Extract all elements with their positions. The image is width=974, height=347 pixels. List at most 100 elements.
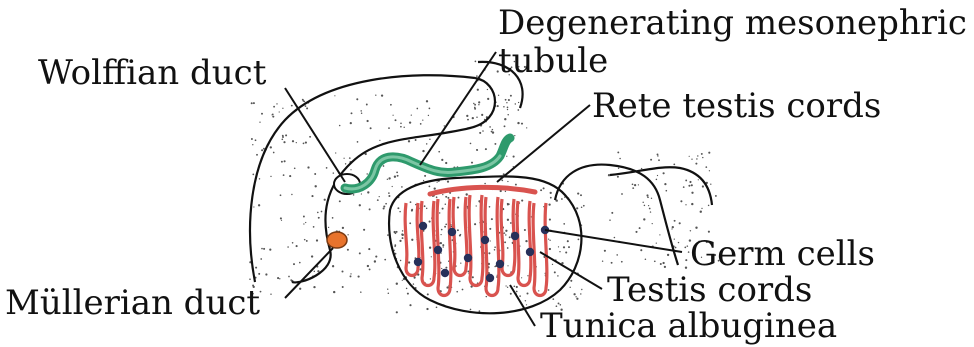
stipple-dot bbox=[695, 163, 697, 165]
stipple-dot bbox=[359, 252, 361, 254]
stipple-dot bbox=[543, 187, 545, 189]
stipple-dot bbox=[687, 245, 689, 247]
stipple-dot bbox=[282, 135, 284, 137]
stipple-dot bbox=[291, 194, 292, 195]
stipple-dot bbox=[489, 228, 491, 230]
stipple-dot bbox=[508, 203, 510, 205]
stipple-dot bbox=[507, 181, 508, 182]
stipple-dot bbox=[342, 286, 344, 288]
stipple-dot bbox=[691, 184, 693, 186]
stipple-dot bbox=[513, 156, 515, 158]
stipple-dot bbox=[394, 176, 396, 178]
stipple-dot bbox=[397, 207, 399, 209]
stipple-dot bbox=[335, 152, 336, 153]
stipple-dot bbox=[409, 121, 411, 123]
stipple-dot bbox=[411, 114, 412, 115]
stipple-dot bbox=[397, 175, 399, 177]
stipple-dot bbox=[498, 95, 499, 96]
stipple-dot bbox=[369, 208, 371, 210]
stipple-dot bbox=[644, 205, 646, 207]
stipple-dot bbox=[558, 246, 559, 247]
stipple-dot bbox=[474, 104, 476, 106]
stipple-dot bbox=[526, 304, 527, 305]
stipple-dot bbox=[358, 276, 360, 278]
stipple-dot bbox=[441, 159, 443, 161]
stipple-dot bbox=[548, 289, 550, 291]
stipple-dot bbox=[552, 264, 553, 265]
stipple-dot bbox=[347, 234, 348, 235]
stipple-dot bbox=[519, 295, 521, 297]
stipple-dot bbox=[617, 176, 619, 178]
stipple-dot bbox=[253, 206, 254, 207]
stipple-dot bbox=[306, 107, 308, 109]
stipple-dot bbox=[609, 219, 611, 221]
stipple-dot bbox=[314, 271, 315, 272]
stipple-dot bbox=[411, 210, 413, 212]
stipple-dot bbox=[476, 149, 478, 151]
stipple-dot bbox=[445, 204, 446, 205]
stipple-dot bbox=[287, 246, 289, 248]
stipple-dot bbox=[516, 291, 518, 293]
stipple-dot bbox=[466, 193, 468, 195]
stipple-dot bbox=[349, 157, 351, 159]
stipple-dot bbox=[515, 103, 516, 104]
stipple-dot bbox=[281, 220, 282, 221]
stipple-dot bbox=[689, 156, 690, 157]
stipple-dot bbox=[517, 122, 519, 124]
stipple-dot bbox=[332, 217, 334, 219]
germ-cell bbox=[486, 274, 494, 282]
germ-cell bbox=[419, 222, 427, 230]
stipple-dot bbox=[357, 141, 359, 143]
stipple-dot bbox=[656, 179, 658, 181]
stipple-dot bbox=[402, 280, 403, 281]
leader-testis-cords bbox=[540, 252, 602, 289]
stipple-dot bbox=[447, 181, 449, 183]
stipple-dot bbox=[617, 151, 619, 153]
stipple-dot bbox=[259, 178, 260, 179]
stipple-dot bbox=[294, 168, 296, 170]
stipple-dot bbox=[632, 187, 634, 189]
stipple-dot bbox=[646, 194, 648, 196]
stipple-dot bbox=[409, 222, 411, 224]
stipple-dot bbox=[652, 223, 653, 224]
stipple-dot bbox=[656, 243, 657, 244]
stipple-dot bbox=[569, 287, 570, 288]
stipple-dot bbox=[708, 152, 710, 154]
stipple-dot bbox=[370, 127, 372, 129]
stipple-dot bbox=[265, 273, 267, 275]
stipple-dot bbox=[415, 139, 417, 141]
stipple-dot bbox=[260, 258, 262, 260]
stipple-dot bbox=[401, 186, 403, 188]
stipple-dot bbox=[351, 112, 353, 114]
stipple-dot bbox=[457, 206, 459, 208]
stipple-dot bbox=[341, 270, 343, 272]
stipple-dot bbox=[672, 226, 674, 228]
stipple-dot bbox=[292, 242, 294, 244]
stipple-dot bbox=[460, 262, 461, 263]
stipple-dot bbox=[715, 195, 717, 197]
stipple-dot bbox=[487, 98, 489, 100]
stipple-dot bbox=[549, 248, 551, 250]
stipple-dot bbox=[689, 181, 691, 183]
stipple-dot bbox=[474, 107, 476, 109]
stipple-dot bbox=[664, 266, 666, 268]
stipple-dot bbox=[315, 185, 317, 187]
label-mullerian-duct: Müllerian duct bbox=[5, 286, 260, 320]
stipple-dot bbox=[439, 212, 440, 213]
stipple-dot bbox=[402, 237, 404, 239]
stipple-dot bbox=[505, 234, 506, 235]
stipple-dot bbox=[387, 179, 388, 180]
stipple-dot bbox=[548, 203, 550, 205]
stipple-dot bbox=[339, 200, 341, 202]
label-germ-cells: Germ cells bbox=[690, 237, 875, 271]
stipple-dot bbox=[269, 249, 271, 251]
stipple-dot bbox=[462, 289, 464, 291]
stipple-dot bbox=[510, 293, 512, 295]
stipple-dot bbox=[563, 223, 565, 225]
stipple-dot bbox=[395, 232, 397, 234]
stipple-dot bbox=[476, 75, 478, 77]
stipple-dot bbox=[304, 101, 305, 102]
stipple-dot bbox=[548, 238, 549, 239]
stipple-dot bbox=[642, 202, 643, 203]
stipple-dot bbox=[515, 184, 517, 186]
